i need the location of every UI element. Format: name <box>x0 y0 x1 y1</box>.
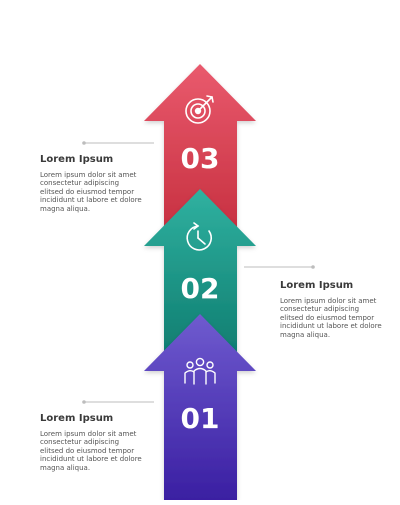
team-icon <box>184 357 216 385</box>
text-block-step-01: Lorem Ipsum Lorem ipsum dolor sit amet c… <box>40 413 150 472</box>
block-title: Lorem Ipsum <box>40 154 114 165</box>
block-body: Lorem ipsum dolor sit amet consectetur a… <box>40 430 142 472</box>
arrow-step-01 <box>144 314 256 500</box>
block-body: Lorem ipsum dolor sit amet consectetur a… <box>280 297 382 339</box>
step-number-01: 01 <box>181 402 220 435</box>
text-block-step-02: Lorem Ipsum Lorem ipsum dolor sit amet c… <box>280 280 395 339</box>
target-icon <box>185 95 214 124</box>
clock-icon <box>186 222 212 251</box>
step-number-02: 02 <box>181 272 220 305</box>
text-block-step-03: Lorem Ipsum Lorem ipsum dolor sit amet c… <box>40 154 150 213</box>
connector-lines <box>82 141 315 404</box>
arrow-step-02 <box>144 189 256 360</box>
block-title: Lorem Ipsum <box>40 413 114 424</box>
block-title: Lorem Ipsum <box>280 280 354 291</box>
step-number-03: 03 <box>181 142 220 175</box>
block-body: Lorem ipsum dolor sit amet consectetur a… <box>40 171 142 213</box>
arrow-step-03 <box>144 64 256 236</box>
